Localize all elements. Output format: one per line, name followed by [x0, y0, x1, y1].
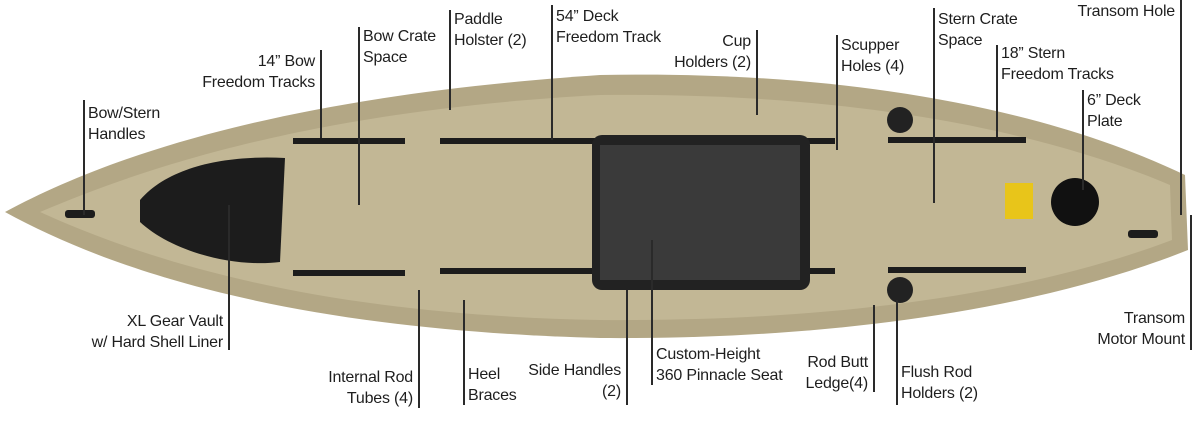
- leader-line: [996, 45, 998, 137]
- leader-line: [1190, 215, 1192, 350]
- leader-line: [449, 10, 451, 110]
- leader-line: [228, 205, 230, 350]
- deck-plate: [1051, 178, 1099, 226]
- bow-track-bottom: [293, 270, 405, 276]
- stern-track-top: [888, 137, 1026, 143]
- rod-holder-bottom: [887, 277, 913, 303]
- label-side-handles: Side Handles(2): [528, 362, 621, 400]
- label-transom-hole: Transom Hole: [1077, 3, 1176, 20]
- leader-line: [320, 50, 322, 138]
- leader-line: [1082, 90, 1084, 190]
- bow-handle: [65, 210, 95, 218]
- leader-line: [551, 5, 553, 140]
- bow-track-top: [293, 138, 405, 144]
- leader-line: [873, 305, 875, 392]
- leader-line: [463, 300, 465, 405]
- leader-line: [418, 290, 420, 408]
- leader-line: [651, 240, 653, 385]
- stern-handle: [1128, 230, 1158, 238]
- leader-line: [756, 30, 758, 115]
- stern-track-bottom: [888, 267, 1026, 273]
- gear-vault: [140, 157, 285, 264]
- leader-line: [836, 35, 838, 150]
- leader-line: [626, 290, 628, 405]
- leader-line: [83, 100, 85, 215]
- leader-line: [1180, 0, 1182, 215]
- leader-line: [358, 27, 360, 205]
- leader-line: [896, 300, 898, 405]
- warning-label: [1005, 183, 1033, 219]
- leader-line: [933, 8, 935, 203]
- rod-holder-top: [887, 107, 913, 133]
- seat-mesh: [600, 145, 800, 280]
